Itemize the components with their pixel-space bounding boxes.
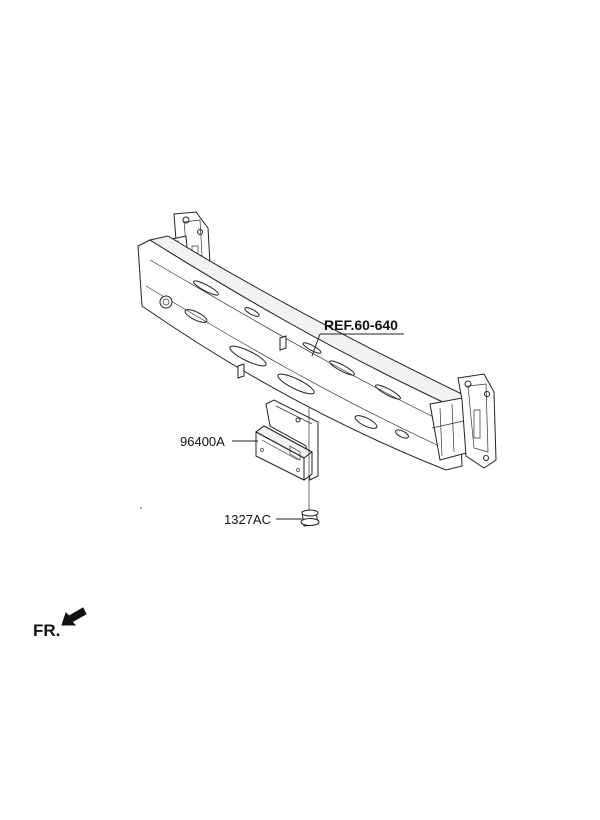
stray-dot [140,507,142,509]
ref-leader-pointer [311,333,321,357]
flange-nut [300,509,320,527]
part-label-nut: 1327AC [224,512,271,527]
main-beam [137,235,471,471]
bumper-beam-assembly [137,211,497,471]
sensor-module [255,425,313,481]
front-indicator: FR. [33,607,87,640]
sensor-bracket [265,399,319,481]
right-mounting-bracket [429,373,497,469]
front-indicator-label: FR. [33,621,60,640]
ref-label: REF.60-640 [324,317,398,333]
arrow-down-left-icon [61,607,87,626]
part-label-sensor: 96400A [180,434,225,449]
